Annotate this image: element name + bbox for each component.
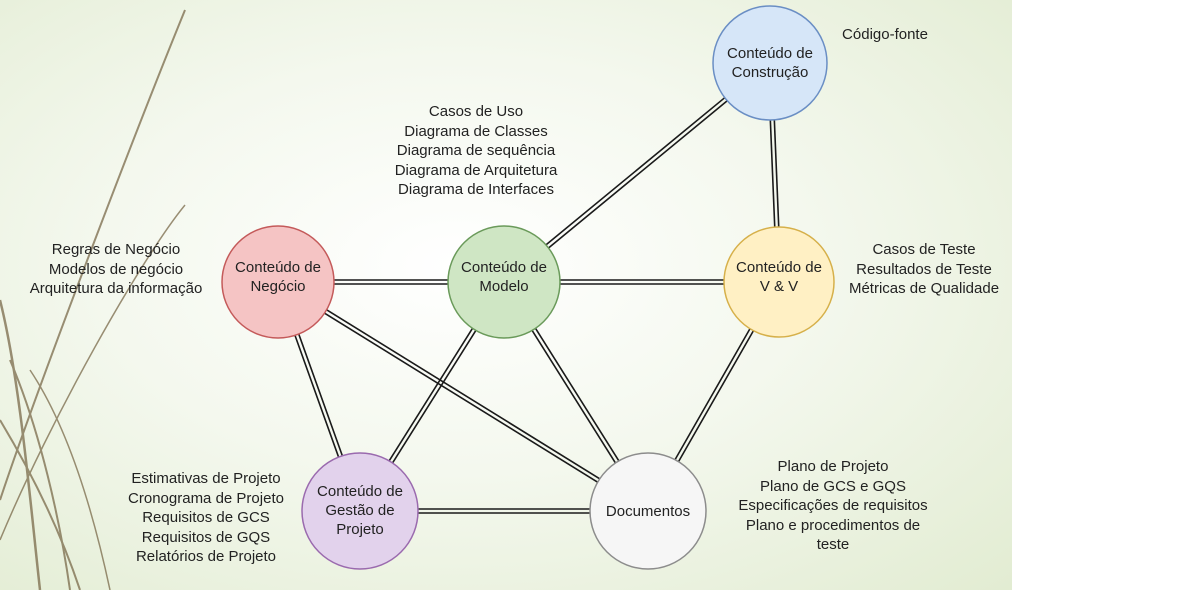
edge-modelo-documentos [531, 327, 620, 464]
edge-negocio-gestao [294, 333, 344, 458]
note-codigo-fonte: Código-fonte [842, 26, 928, 43]
node-label-vv: Conteúdo de V & V [736, 259, 822, 295]
node-gestao [301, 452, 419, 570]
note-gestao: Estimativas de Projeto Cronograma de Pro… [128, 470, 284, 565]
node-label-modelo: Conteúdo de Modelo [461, 259, 547, 295]
edge-vv-documentos [674, 328, 755, 463]
node-negocio [221, 225, 335, 339]
edges-group [294, 97, 780, 514]
edge-construcao-vv [769, 119, 780, 228]
slide-background: Conteúdo de Negócio Conteúdo de Modelo C… [0, 0, 1012, 590]
edge-modelo-vv [560, 279, 724, 285]
node-modelo [447, 225, 561, 339]
nodes-group [221, 5, 835, 570]
edge-modelo-gestao [388, 327, 477, 464]
note-negocio: Regras de Negócio Modelos de negócio Arq… [29, 241, 203, 297]
node-label-gestao: Conteúdo de Gestão de Projeto [317, 483, 403, 538]
node-label-construcao: Conteúdo de Construção [727, 45, 813, 81]
edge-negocio-modelo [334, 279, 448, 285]
node-construcao [712, 5, 828, 121]
note-documentos: Plano de Projeto Plano de GCS e GQS Espe… [738, 458, 928, 553]
node-label-negocio: Conteúdo de Negócio [235, 259, 321, 295]
node-documentos [589, 452, 707, 570]
edge-gestao-documentos [418, 508, 590, 514]
note-modelo: Casos de Uso Diagrama de Classes Diagram… [394, 103, 558, 198]
decorative-stalks [0, 9, 186, 590]
node-label-documentos: Documentos [605, 503, 691, 520]
node-vv [723, 226, 835, 338]
edge-modelo-construcao [545, 97, 728, 249]
edge-negocio-documentos [324, 309, 601, 483]
diagram-canvas [0, 5, 835, 590]
note-vv: Casos de Teste Resultados de Teste Métri… [848, 241, 1000, 297]
